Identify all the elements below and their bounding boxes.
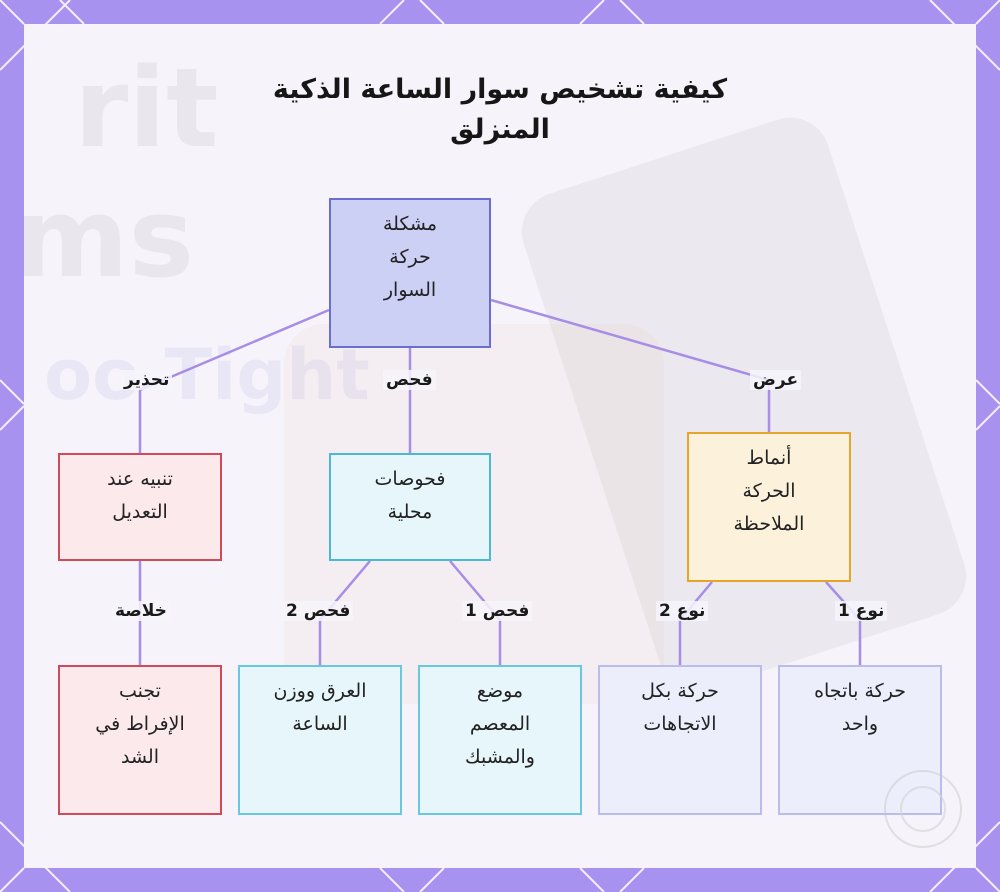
watermark-text-1: rit <box>74 44 219 172</box>
node-multi-label: حركة بكل الاتجاهات <box>641 680 719 735</box>
logo-inner-ring <box>900 786 946 832</box>
node-avoid-overtightening: تجنب الإفراط في الشد <box>58 665 222 815</box>
node-local-checks: فحوصات محلية <box>329 453 491 561</box>
node-warning-label: تنبيه عند التعديل <box>107 468 173 523</box>
node-root-label: مشكلة حركة السوار <box>382 213 438 301</box>
logo-icon <box>884 770 962 848</box>
node-wrist-clasp-position: موضع المعصم والمشبك <box>418 665 582 815</box>
edge-patterns-single <box>825 581 862 665</box>
edge-label-show: عرض <box>750 370 802 390</box>
edge-label-summary: خلاصة <box>112 601 170 621</box>
edge-root-patterns <box>490 298 771 432</box>
edge-label-check2: فحص 2 <box>283 601 354 621</box>
node-sweat-watch-weight: العرق ووزن الساعة <box>238 665 402 815</box>
node-multi-direction-movement: حركة بكل الاتجاهات <box>598 665 762 815</box>
edge-patterns-multi <box>678 581 713 665</box>
title-line-1: كيفية تشخيص سوار الساعة الذكية <box>272 74 728 105</box>
edge-label-type2: نوع 2 <box>656 601 709 621</box>
title-line-2: المنزلق <box>450 114 550 145</box>
node-sweat-label: العرق ووزن الساعة <box>273 680 367 735</box>
node-bracelet-movement-problem: مشكلة حركة السوار <box>329 198 491 348</box>
node-adjustment-warning: تنبيه عند التعديل <box>58 453 222 561</box>
edge-label-check: فحص <box>383 370 436 390</box>
watermark-text-3: oo Tight <box>44 334 370 416</box>
edge-label-warn: تحذير <box>121 370 173 390</box>
edge-label-check1: فحص 1 <box>462 601 533 621</box>
node-checks-label: فحوصات محلية <box>374 468 446 523</box>
watermark-text-2: ms <box>24 174 195 302</box>
edge-label-type1: نوع 1 <box>835 601 888 621</box>
node-avoid-label: تجنب الإفراط في الشد <box>95 680 185 768</box>
node-single-label: حركة باتجاه واحد <box>814 680 906 735</box>
node-wrist-label: موضع المعصم والمشبك <box>465 680 535 768</box>
node-patterns-label: أنماط الحركة الملاحظة <box>733 447 805 535</box>
diagram-title: كيفية تشخيص سوار الساعة الذكية المنزلق <box>200 70 800 150</box>
node-observed-patterns: أنماط الحركة الملاحظة <box>687 432 851 582</box>
edge-root-warning <box>138 308 330 453</box>
